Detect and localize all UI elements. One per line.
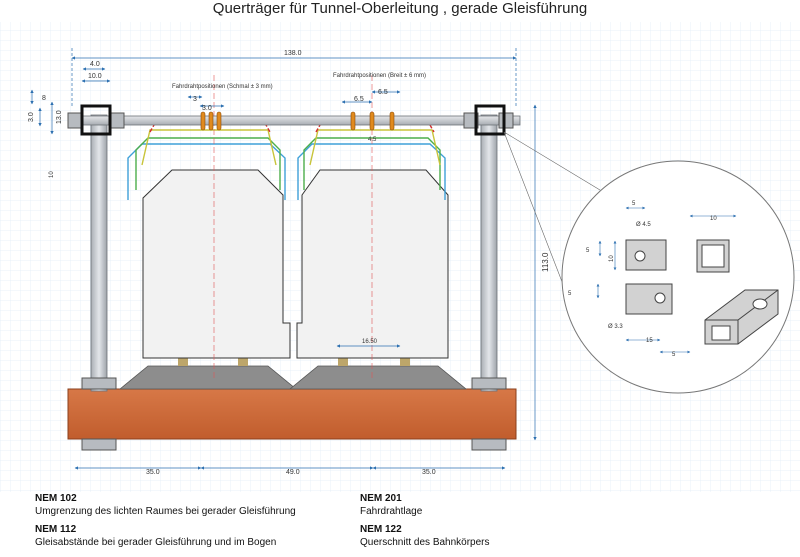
dim-wide-6a: 6.5 — [354, 96, 364, 103]
note-text: Querschnitt des Bahnkörpers — [360, 537, 490, 548]
support-rod — [90, 114, 108, 392]
block-front-view — [625, 239, 667, 271]
detail-dim-dia45: Ø 4.5 — [636, 222, 651, 228]
notes-right: NEM 201 Fahrdrahtlage NEM 122 Querschnit… — [360, 492, 660, 549]
detail-dim-dia33: Ø 3.3 — [608, 324, 623, 330]
clamp-block — [80, 104, 112, 136]
rail — [400, 357, 410, 366]
hole-view — [654, 292, 666, 304]
dim-small-3a: 3 — [193, 96, 197, 103]
dim-track-gauge: 16.50 — [362, 339, 378, 345]
insulator — [208, 111, 214, 131]
hex-nut — [109, 112, 125, 129]
dim-bottom-left: 35.0 — [146, 469, 160, 476]
profile-green — [135, 137, 281, 190]
note-code: NEM 122 — [360, 524, 402, 535]
clamp-block — [474, 104, 506, 136]
note-text: Gleisabstände bei gerader Gleisführung u… — [35, 537, 277, 548]
dim-bottom-right: 35.0 — [422, 469, 436, 476]
detail-dim-10b: 10 — [609, 255, 615, 262]
detail-dim-5c: 5 — [568, 291, 572, 297]
insulator — [350, 111, 356, 131]
label-small-positions: Fahrdrahtpositionen (Schmal ± 3 mm) — [172, 84, 273, 90]
dim-bottom-mid: 49.0 — [286, 469, 300, 476]
dim-left-13: 13.0 — [56, 110, 63, 124]
detail-circle — [561, 160, 795, 394]
base-plate — [67, 388, 517, 440]
hex-nut — [471, 438, 507, 451]
detail-dim-5d: 5 — [672, 352, 676, 358]
detail-dim-5a: 5 — [632, 201, 636, 207]
notes-left: NEM 102 Umgrenzung des lichten Raumes be… — [35, 492, 355, 549]
insulator — [369, 111, 375, 131]
ballast-left — [118, 365, 298, 390]
insulator — [216, 111, 222, 131]
dim-left-3: 3.0 — [28, 112, 35, 122]
cross-bar — [69, 115, 521, 126]
hex-nut — [471, 377, 507, 390]
hole-view — [634, 250, 646, 262]
hex-nut — [498, 112, 514, 129]
rail — [238, 357, 248, 366]
profile-blue — [127, 143, 286, 200]
profile-yellow — [141, 129, 277, 166]
detail-view — [625, 239, 779, 345]
dim-small-3b: 3.0 — [202, 105, 212, 112]
dim-overall-width: 138.0 — [284, 50, 302, 57]
clearance-profile-left — [142, 169, 291, 359]
note-code: NEM 201 — [360, 493, 402, 504]
tube-hollow — [701, 244, 725, 268]
dim-height: 113.0 — [541, 252, 550, 272]
profile-blue — [297, 143, 446, 200]
diagram-title: Querträger für Tunnel-Oberleitung , gera… — [212, 0, 588, 17]
zoom-guide — [503, 131, 601, 191]
detail-dim-5b: 5 — [586, 248, 590, 254]
note-code: NEM 112 — [35, 524, 77, 535]
ballast-right — [288, 365, 468, 390]
detail-dim-10a: 10 — [710, 216, 717, 222]
note-text: Umgrenzung des lichten Raumes bei gerade… — [35, 506, 296, 517]
rail — [178, 357, 188, 366]
support-rod — [480, 114, 498, 392]
dim-left-10: 10 — [49, 171, 55, 178]
note-text: Fahrdrahtlage — [360, 506, 423, 517]
detail-dim-15: 15 — [646, 338, 653, 344]
insulator — [389, 111, 395, 131]
dim-top-4: 4.0 — [90, 61, 100, 68]
hex-nut — [81, 377, 117, 390]
hex-nut — [81, 438, 117, 451]
zoom-guide — [503, 131, 567, 293]
hex-nut — [67, 112, 83, 129]
rail — [338, 357, 348, 366]
dim-center-4: 4.5 — [368, 137, 377, 143]
note-code: NEM 102 — [35, 493, 77, 504]
insulator — [200, 111, 206, 131]
label-wide-positions: Fahrdrahtpositionen (Breit ± 6 mm) — [333, 73, 426, 79]
profile-yellow — [309, 129, 441, 166]
dim-top-10: 10.0 — [88, 73, 102, 80]
dim-wide-6b: 6.5 — [378, 89, 388, 96]
dim-left-8: 8 — [42, 95, 46, 102]
clearance-profile-right — [296, 169, 449, 359]
